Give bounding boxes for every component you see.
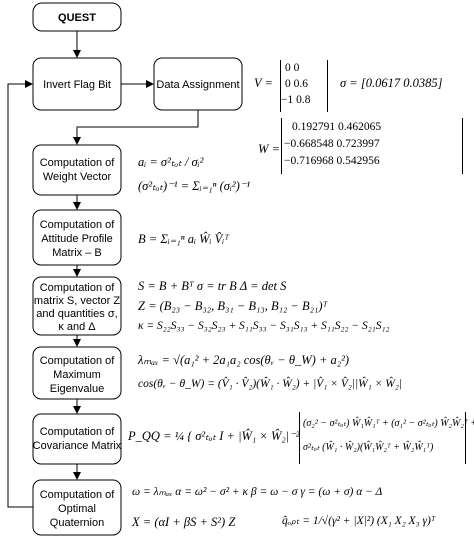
covariance-node: Computation of Covariance Matrix bbox=[32, 413, 122, 465]
invert-flag-node: Invert Flag Bit bbox=[32, 57, 122, 111]
v-row-1: 0 0 bbox=[285, 62, 300, 74]
attitude-profile-label-2: Attitude Profile bbox=[41, 233, 113, 245]
max-eigenvalue-label-1: Computation of bbox=[40, 355, 116, 367]
data-assignment-label: Data Assignment bbox=[156, 79, 239, 91]
weight-vector-label-1: Computation of bbox=[40, 157, 116, 169]
v-row-3: −1 0.8 bbox=[281, 94, 311, 106]
v-row-2: 0 0.6 bbox=[285, 78, 308, 90]
matrix-s-label-2: matrix S, vector Z bbox=[34, 295, 120, 307]
max-eigenvalue-label-2: Maximum bbox=[53, 369, 101, 381]
eq-p-row-1: (σ₂² − σ²ₜₒₜ) Ŵ₁Ŵ₁ᵀ + (σ₁² − σ²ₜₒₜ) Ŵ₂Ŵ₂… bbox=[303, 418, 474, 429]
eq-p-left: P_QQ = ¼ { σ²ₜₒₜ I + |Ŵ₁ × Ŵ₂|⁻² bbox=[128, 429, 300, 443]
eq-sigma-tot: (σ²ₜₒₜ)⁻¹ = Σᵢ₌₁ⁿ (σᵢ²)⁻¹ bbox=[138, 179, 251, 193]
matrix-s-label-3: and quantities σ, bbox=[36, 308, 117, 320]
p-bracket: (σ₂² − σ²ₜₒₜ) Ŵ₁Ŵ₁ᵀ + (σ₁² − σ²ₜₒₜ) Ŵ₂Ŵ₂… bbox=[299, 412, 474, 464]
attitude-profile-node: Computation of Attitude Profile Matrix –… bbox=[32, 209, 122, 266]
attitude-profile-label-1: Computation of bbox=[40, 219, 116, 231]
weight-vector-node: Computation of Weight Vector bbox=[32, 144, 122, 196]
matrix-s-node: Computation of matrix S, vector Z and qu… bbox=[32, 276, 122, 336]
matrix-s-label-1: Computation of bbox=[40, 282, 116, 294]
optimal-quaternion-label-3: Quaternion bbox=[50, 517, 104, 529]
matrix-s-label-4: κ and Δ bbox=[58, 321, 96, 333]
w-matrix: 0.192791 0.462065 −0.668548 0.723997 −0.… bbox=[281, 118, 463, 174]
eq-b: B = Σᵢ₌₁ⁿ aᵢ Ŵᵢ V̂ᵢᵀ bbox=[138, 232, 230, 246]
attitude-profile-label-3: Matrix – B bbox=[52, 247, 102, 259]
w-row-3: −0.716968 0.542956 bbox=[284, 155, 380, 167]
arrow-loop-back bbox=[7, 80, 33, 508]
w-label: W = bbox=[258, 142, 280, 156]
covariance-label-2: Covariance Matrix bbox=[33, 440, 122, 452]
max-eigenvalue-label-3: Eigenvalue bbox=[50, 383, 104, 395]
data-assignment-node: Data Assignment bbox=[153, 57, 243, 111]
optimal-quaternion-label-2: Optimal bbox=[58, 503, 96, 515]
eq-z: Z = (B₂₃ − B₃₂, B₃₁ − B₁₃, B₁₂ − B₂₁)ᵀ bbox=[138, 299, 328, 313]
quest-label: QUEST bbox=[58, 12, 96, 24]
w-row-2: −0.668548 0.723997 bbox=[284, 138, 380, 150]
invert-flag-label: Invert Flag Bit bbox=[43, 79, 111, 91]
eq-lambda: λₘₐₓ = √(a₁² + 2a₁a₂ cos(θᵥ − θ_W) + a₂²… bbox=[138, 353, 350, 367]
optimal-quaternion-node: Computation of Optimal Quaternion bbox=[32, 479, 122, 536]
eq-x: X = (αI + βS + S²) Z bbox=[132, 515, 236, 529]
eq-omega-line: ω = λₘₐₓ α = ω² − σ² + κ β = ω − σ γ = (… bbox=[132, 486, 383, 498]
eq-p-row-2: σ²ₜₒₜ (Ŵ₁ · Ŵ₂)(Ŵ₁Ŵ₂ᵀ + Ŵ₂Ŵ₁ᵀ) bbox=[303, 442, 434, 453]
connectors bbox=[7, 31, 199, 508]
sigma-vector: σ = [0.0617 0.0385] bbox=[340, 76, 443, 90]
eq-q-opt: q̂ₒₚₜ = 1/√(γ² + |X|²) (X₁ X₂ X₃ γ)ᵀ bbox=[282, 515, 436, 527]
optimal-quaternion-label-1: Computation of bbox=[40, 489, 116, 501]
eq-a-i: aᵢ = σ²ₜₒₜ / σᵢ² bbox=[138, 155, 204, 169]
w-row-1: 0.192791 0.462065 bbox=[292, 121, 382, 133]
v-matrix: 0 0 0 0.6 −1 0.8 bbox=[280, 60, 328, 112]
eq-s: S = B + Bᵀ σ = tr B Δ = det S bbox=[138, 279, 287, 293]
v-label: V = bbox=[254, 76, 273, 90]
quest-node: QUEST bbox=[32, 2, 122, 32]
eq-kappa: κ = S₂₂S₃₃ − S₃₂S₂₃ + S₁₁S₃₃ − S₃₁S₁₃ + … bbox=[138, 320, 390, 332]
weight-vector-label-2: Weight Vector bbox=[43, 171, 112, 183]
max-eigenvalue-node: Computation of Maximum Eigenvalue bbox=[32, 346, 122, 400]
eq-cos: cos(θᵥ − θ_W) = (V̂₁ · V̂₂)(Ŵ₁ · Ŵ₂) + |… bbox=[138, 378, 403, 390]
covariance-label-1: Computation of bbox=[40, 426, 116, 438]
arrow-data-weight bbox=[73, 110, 199, 145]
